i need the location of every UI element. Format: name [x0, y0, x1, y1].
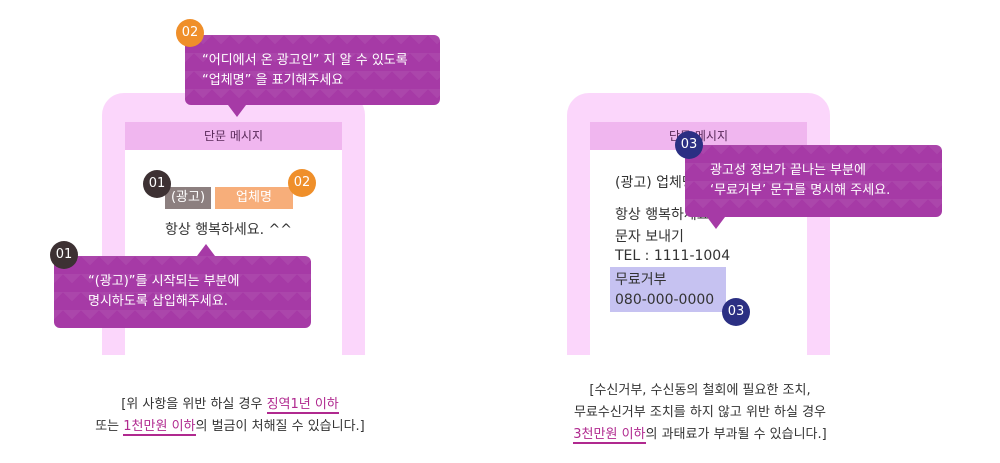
- right-caption-line3: 3천만원 이하의 과태료가 부과될 수 있습니다.]: [500, 424, 900, 446]
- left-message-text: 항상 행복하세요. ^^: [165, 222, 292, 238]
- company-tip-badge-02: 02: [176, 19, 204, 47]
- left-badge-02-inner: 02: [288, 169, 316, 197]
- company-tip-line1: “어디에서 온 광고인” 지 알 수 있도록: [202, 53, 408, 68]
- optout-tip-badge-03: 03: [675, 131, 703, 159]
- company-tip-bubble: “어디에서 온 광고인” 지 알 수 있도록 “업체명” 을 표기해주세요: [185, 35, 440, 105]
- right-caption: [수신거부, 수신동의 철회에 필요한 조치, 무료수신거부 조치를 하지 않고…: [500, 380, 900, 446]
- company-tip-line2: “업체명” 을 표기해주세요: [202, 73, 344, 88]
- optout-tip-bubble: 광고성 정보가 끝나는 부분에 ‘무료거부’ 문구를 명시해 주세요.: [685, 145, 942, 217]
- right-caption-line1: [수신거부, 수신동의 철회에 필요한 조치,: [589, 383, 811, 398]
- left-caption-line1: [위 사항을 위반 하실 경우 징역1년 이하: [55, 394, 405, 416]
- left-caption-pre2: 또는: [95, 419, 124, 434]
- right-caption-post3: 의 과태료가 부과될 수 있습니다.]: [645, 427, 827, 442]
- left-caption-post2: 의 벌금이 처해질 수 있습니다.]: [195, 419, 365, 434]
- optout-tip-tail: [707, 217, 725, 229]
- ad-tip-line2: 명시하도록 삽입해주세요.: [88, 294, 228, 309]
- ad-tip-badge-01: 01: [50, 241, 78, 269]
- right-caption-emphasis: 3천만원 이하: [573, 427, 646, 444]
- company-tip-tail: [228, 105, 246, 117]
- optout-tip-line2: ‘무료거부’ 문구를 명시해 주세요.: [710, 183, 891, 198]
- right-message-line3: 문자 보내기: [615, 229, 684, 245]
- optout-highlight: 무료거부 080-000-0000: [610, 267, 726, 312]
- ad-tag: (광고): [165, 187, 211, 209]
- left-caption-emphasis2: 1천만원 이하: [123, 419, 196, 436]
- optout-tip-line1: 광고성 정보가 끝나는 부분에: [710, 163, 866, 178]
- ad-tip-bubble: “(광고)”를 시작되는 부분에 명시하도록 삽입해주세요.: [54, 256, 311, 328]
- left-badge-01-inner: 01: [143, 170, 171, 198]
- left-screen-header: 단문 메시지: [125, 122, 342, 150]
- right-message-line1: (광고) 업체명: [615, 175, 695, 191]
- right-caption-line2: 무료수신거부 조치를 하지 않고 위반 하실 경우: [573, 405, 827, 420]
- ad-tip-tail: [197, 244, 215, 256]
- right-message-line4: TEL : 1111-1004: [615, 248, 731, 264]
- left-caption-emphasis1: 징역1년 이하: [266, 397, 339, 414]
- optout-badge-03: 03: [722, 298, 750, 326]
- optout-label: 무료거부: [615, 272, 667, 288]
- company-tag: 업체명: [215, 187, 293, 209]
- ad-tip-line1: “(광고)”를 시작되는 부분에: [88, 274, 240, 289]
- optout-number: 080-000-0000: [615, 292, 715, 308]
- left-caption: [위 사항을 위반 하실 경우 징역1년 이하 또는 1천만원 이하의 벌금이 …: [55, 394, 405, 438]
- left-caption-line2: 또는 1천만원 이하의 벌금이 처해질 수 있습니다.]: [55, 416, 405, 438]
- left-caption-pre1: [위 사항을 위반 하실 경우: [121, 397, 267, 412]
